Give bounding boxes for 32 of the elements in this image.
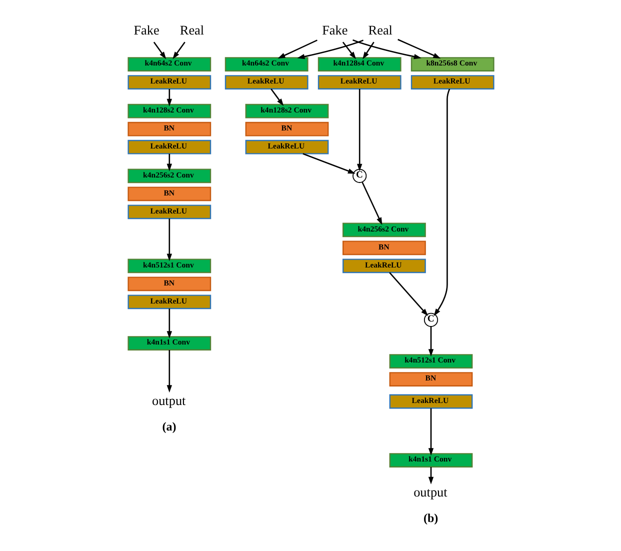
- arrow: [166, 350, 172, 393]
- arrow: [302, 153, 355, 174]
- node-text: Fake: [322, 22, 348, 38]
- arrow: [397, 38, 440, 58]
- node-circle: C: [423, 312, 438, 327]
- arrow: [362, 42, 374, 60]
- arrow: [152, 42, 166, 60]
- arrow: [166, 89, 172, 106]
- node-text: output: [413, 484, 447, 500]
- arrow: [166, 154, 172, 172]
- arrow: [166, 218, 172, 262]
- arrow: [428, 408, 434, 456]
- label: (a): [162, 419, 176, 434]
- node-text: Real: [368, 22, 392, 38]
- arrow: [433, 88, 450, 316]
- arrow: [388, 272, 428, 316]
- arrow: [172, 42, 185, 60]
- arrow: [342, 42, 356, 60]
- arrow: [166, 308, 172, 339]
- arrow: [356, 88, 362, 172]
- label: (b): [423, 511, 438, 526]
- arrow: [428, 467, 434, 484]
- node-text: Fake: [133, 22, 159, 38]
- node-text: Real: [179, 22, 204, 38]
- node-text: output: [152, 392, 186, 408]
- arrow: [352, 39, 421, 60]
- arrow: [428, 326, 434, 357]
- node-circle: C: [352, 168, 366, 183]
- arrow: [296, 40, 364, 60]
- arrow: [361, 182, 382, 226]
- arrow: [277, 40, 317, 59]
- arrow: [270, 88, 284, 106]
